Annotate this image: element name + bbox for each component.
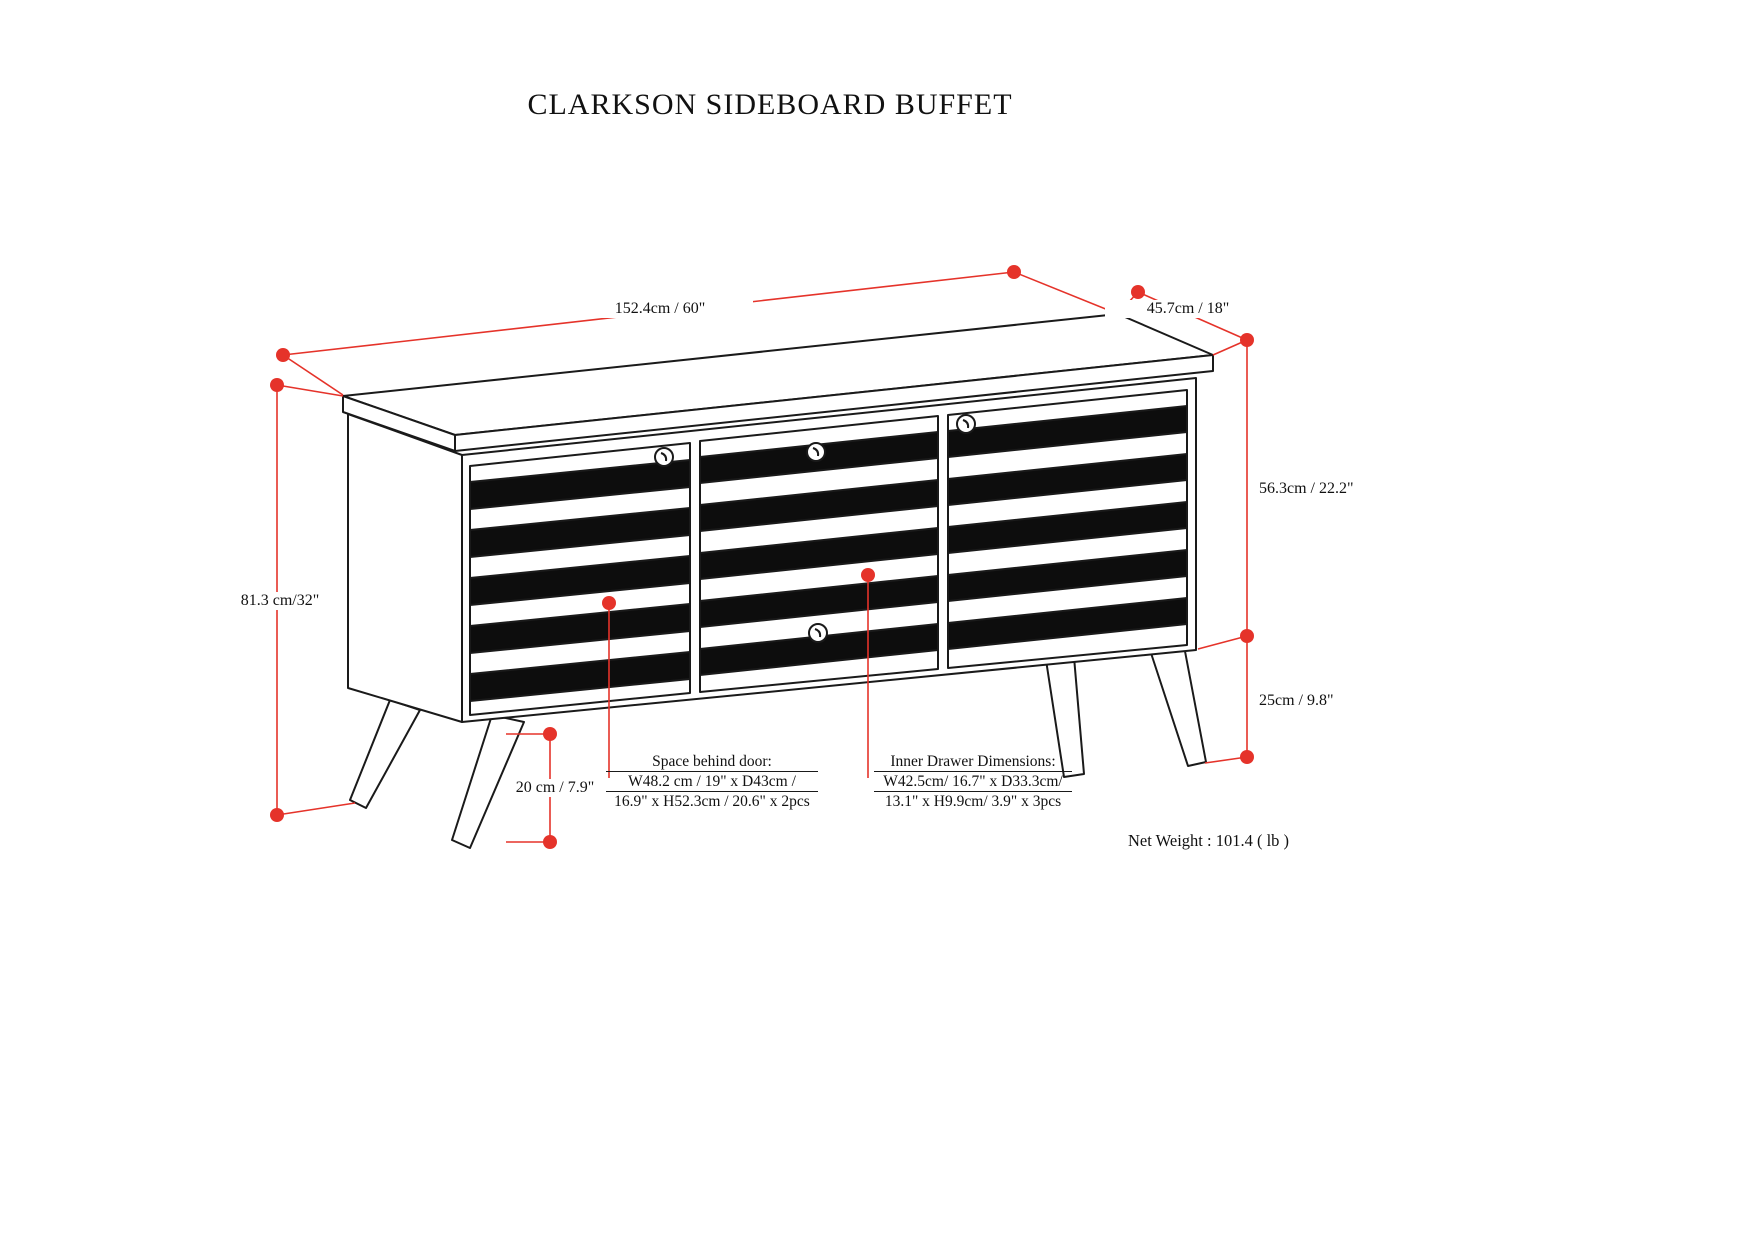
annotation-line: 16.9" x H52.3cm / 20.6" x 2pcs [614,793,810,810]
left-door-knob [654,447,674,467]
leg-front-left [451,714,525,849]
total-height-top-tick [276,384,344,397]
middle-top-drawer-knob [806,442,826,462]
louver-slat [947,405,1188,458]
total-height-bottom-tick [276,802,356,816]
louver-slat [699,623,939,676]
annotation-line: 13.1" x H9.9cm/ 3.9" x 3pcs [884,793,1062,810]
dimension-dot [543,835,557,849]
louver-slat [469,507,691,558]
width-extension-right [1013,271,1119,315]
right-door-knob [956,414,976,434]
right-door [947,389,1188,669]
annotation-line: W42.5cm/ 16.7" x D33.3cm/ [874,772,1072,792]
annotation-line: Inner Drawer Dimensions: [874,752,1072,772]
leg-front-right [1149,645,1207,767]
cabinet-height-bottom-tick [1197,635,1248,650]
leg-back-left [349,699,421,809]
louver-slat [947,597,1188,650]
left-door [469,442,691,716]
leg-height-dimension-label: 25cm / 9.8" [1259,692,1334,709]
leg-height-bottom-tick [1204,756,1248,764]
depth-dimension-label: 45.7cm / 18" [1105,300,1271,318]
leader-dot-drawer-dims [861,568,875,582]
middle-bottom-drawer-knob-detail [814,628,822,638]
annotation-line: Space behind door: [606,752,818,772]
inner-drawer-dimensions-annotation: Inner Drawer Dimensions: W42.5cm/ 16.7" … [874,752,1072,811]
net-weight-label: Net Weight : 101.4 ( lb ) [1128,831,1290,850]
cabinet-top-left-edge [342,395,456,452]
right-door-knob-detail [962,419,970,429]
cabinet [342,313,1214,849]
left-door-louvers [469,459,691,702]
louver-slat [947,549,1188,602]
leader-dot-door-space [602,596,616,610]
dimension-dot [1240,333,1254,347]
dimension-dot [543,727,557,741]
dimension-dot [1131,285,1145,299]
louver-slat [947,501,1188,554]
left-door-knob-detail [660,452,668,462]
louver-slat [469,651,691,702]
right-door-louvers [947,405,1188,650]
page-title: CLARKSON SIDEBOARD BUFFET [527,88,1013,121]
total-height-dimension-label: 81.3 cm/32" [217,592,343,610]
dimension-dots [270,265,1254,849]
louver-slat [469,603,691,654]
dimension-dot [270,378,284,392]
cabinet-legs [349,645,1207,849]
width-extension-left [282,354,344,396]
dimension-dot [1240,629,1254,643]
space-behind-door-annotation: Space behind door: W48.2 cm / 19" x D43c… [606,752,818,811]
middle-top-drawer-knob-detail [812,447,820,457]
cabinet-left-panel [347,413,463,723]
louver-slat [699,527,939,580]
middle-bottom-drawer-knob [808,623,828,643]
annotation-line: W48.2 cm / 19" x D43cm / [606,772,818,792]
louver-slat [947,453,1188,506]
middle-drawers [699,415,939,693]
dimension-dot [1240,750,1254,764]
dimension-dot [1007,265,1021,279]
dimension-dot [276,348,290,362]
clearance-dimension-label: 20 cm / 7.9" [502,779,608,797]
louver-slat [699,479,939,532]
dimension-dot [270,808,284,822]
louver-slat [469,459,691,510]
cabinet-height-dimension-label: 56.3cm / 22.2" [1259,480,1354,497]
louver-slat [469,555,691,606]
width-dimension-label: 152.4cm / 60" [567,300,753,318]
louver-slat [699,575,939,628]
